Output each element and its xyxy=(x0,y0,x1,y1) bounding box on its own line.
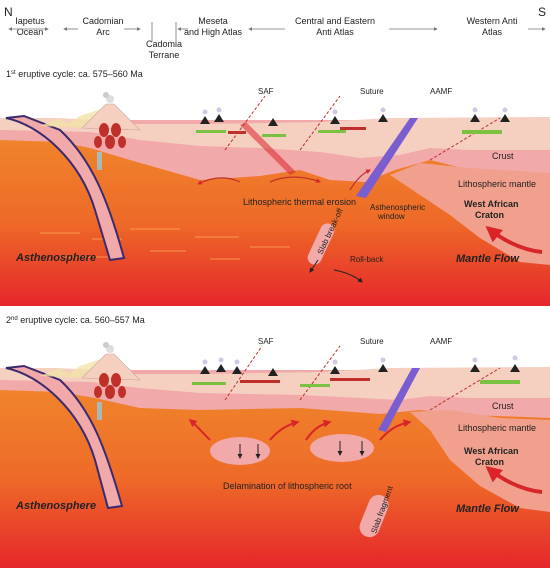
panel1-breakoff-arrow xyxy=(309,259,319,273)
panel-second-cycle: 2nd eruptive cycle: ca. 560–557 Ma xyxy=(0,315,550,568)
western-label-line1: Western Anti xyxy=(467,16,518,26)
panel1-fluid-release xyxy=(97,152,102,170)
panel2-litho-mantle-label: Lithospheric mantle xyxy=(458,423,536,433)
panel1-rollback-label: Roll-back xyxy=(350,255,384,264)
region-extent-arrows xyxy=(8,22,546,42)
panel2-faults xyxy=(224,345,501,411)
panel1-title: 1st eruptive cycle: ca. 575–560 Ma xyxy=(6,69,143,79)
panel1-mantle-flow-arrow xyxy=(485,225,543,254)
panel-first-cycle: 1st eruptive cycle: ca. 575–560 Ma xyxy=(0,69,550,306)
panel1-suture-zone xyxy=(356,118,418,198)
panel2-convection-arrows xyxy=(188,418,412,441)
panel1-asthenosphere-label: Asthenosphere xyxy=(15,252,96,264)
panel1-astheno-window-line2: window xyxy=(377,212,405,221)
panel2-mantle-flow-arrow xyxy=(485,465,543,494)
panel1-astheno-window-line1: Asthenospheric xyxy=(370,203,425,212)
panel1-volcano-plume-2 xyxy=(103,92,109,98)
panel1-volcanic-fields xyxy=(196,107,510,137)
meseta-label-line1: Meseta xyxy=(198,16,228,26)
panel2-craton-line1: West African xyxy=(464,446,519,456)
panel2-delamination-label: Delamination of lithospheric root xyxy=(223,481,352,491)
panel2-title: 2nd eruptive cycle: ca. 560–557 Ma xyxy=(6,315,145,325)
panel1-arc-magma xyxy=(94,123,126,149)
panel2-arc-magma xyxy=(94,373,126,399)
panel2-aamf-label: AAMF xyxy=(430,337,452,346)
panel1-craton-line2: Craton xyxy=(475,210,504,220)
cadomian-label-line1: Cadomian xyxy=(82,16,123,26)
panel1-shear-zone xyxy=(240,122,296,175)
panel2-asthenosphere-label: Asthenosphere xyxy=(15,500,96,512)
panel2-suture-label: Suture xyxy=(360,337,384,346)
iapetus-label-line1: Iapetus xyxy=(15,16,45,26)
panel1-aamf-label: AAMF xyxy=(430,87,452,96)
panel1-thermal-erosion-label: Lithospheric thermal erosion xyxy=(243,197,356,207)
western-label-line2: Atlas xyxy=(482,27,503,37)
panel2-volcanic-fields xyxy=(192,355,520,387)
panel1-convection-arrows xyxy=(197,169,371,191)
panel1-faults xyxy=(224,95,501,161)
panel1-slab-breakoff-body xyxy=(307,223,335,265)
cadomian-label-line2: Arc xyxy=(96,27,110,37)
cadomia-label-line1: Cadomia xyxy=(146,39,182,49)
panel1-litho-mantle-label: Lithospheric mantle xyxy=(458,179,536,189)
panel1-west-african-craton xyxy=(390,163,550,265)
panel1-craton-line1: West African xyxy=(464,199,519,209)
panel2-slab-fragment-body xyxy=(359,494,389,538)
panel1-subducting-slab xyxy=(5,114,126,262)
panel2-fluid-release xyxy=(97,402,102,420)
panel1-suture-label: Suture xyxy=(360,87,384,96)
panel1-crust-label: Crust xyxy=(492,151,514,161)
panel2-volcano-plume-2 xyxy=(103,342,109,348)
panel1-saf-label: SAF xyxy=(258,87,274,96)
iapetus-label-line2: Ocean xyxy=(17,27,44,37)
panel2-craton-line2: Craton xyxy=(475,457,504,467)
panel1-mantle-flow-label: Mantle Flow xyxy=(456,253,520,265)
cadomia-label-line2: Terrane xyxy=(149,50,180,60)
header: N S Iapetus Ocean Cadomian Arc Cadomia T… xyxy=(4,5,546,60)
central-label-line1: Central and Eastern xyxy=(295,16,375,26)
panel1-rollback-arrow xyxy=(333,269,363,283)
central-label-line2: Anti Atlas xyxy=(316,27,354,37)
north-label: N xyxy=(4,5,13,19)
panel2-subducting-slab xyxy=(5,364,124,510)
panel2-delaminated-root-right xyxy=(310,434,374,462)
panel2-saf-label: SAF xyxy=(258,337,274,346)
panel2-suture-zone xyxy=(378,368,420,432)
south-label: S xyxy=(538,5,546,19)
meseta-label-line2: and High Atlas xyxy=(184,27,243,37)
panel2-crust-label: Crust xyxy=(492,401,514,411)
panel2-mantle-flow-label: Mantle Flow xyxy=(456,503,520,515)
panel2-sinking-arrows xyxy=(237,441,365,459)
